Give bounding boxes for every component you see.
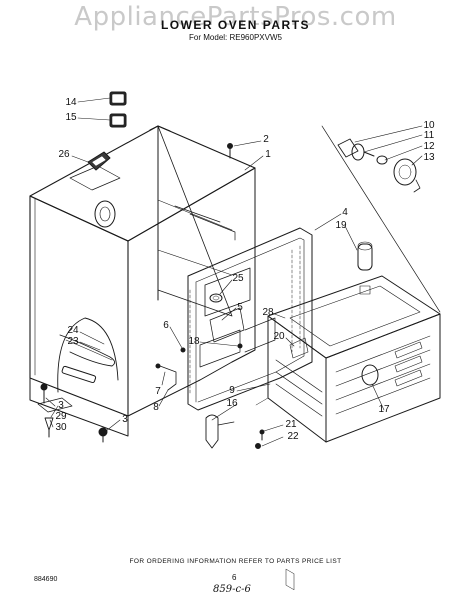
callout-17: 17 <box>378 404 390 415</box>
small-knobs <box>109 91 127 128</box>
handwritten-note: 859-c-6 <box>213 584 251 595</box>
oven-liner <box>255 275 441 591</box>
oven-light-assembly <box>321 125 441 313</box>
callout-23: 23 <box>67 336 79 347</box>
callout-3-bottom: 3 <box>122 414 128 425</box>
callout-22: 22 <box>287 431 299 442</box>
ordering-note: FOR ORDERING INFORMATION REFER TO PARTS … <box>129 558 342 565</box>
model-subtitle: For Model: RE960PXVW5 <box>189 33 282 42</box>
hinge-clip <box>87 151 111 171</box>
socket-cover <box>357 241 373 295</box>
callout-14: 14 <box>65 97 77 108</box>
callout-6: 6 <box>163 320 169 331</box>
hardware <box>37 143 265 449</box>
part-number: 884690 <box>34 576 58 583</box>
callout-8: 8 <box>153 402 159 413</box>
leader-lines <box>45 97 423 447</box>
callout-29: 29 <box>55 411 67 422</box>
callout-12: 12 <box>423 141 435 152</box>
callout-7: 7 <box>155 386 161 397</box>
callout-1: 1 <box>265 149 271 160</box>
front-frame <box>187 227 313 411</box>
callout-18: 18 <box>188 336 200 347</box>
diagram-title: LOWER OVEN PARTS <box>160 18 311 32</box>
callout-3-top: 3 <box>58 400 64 411</box>
page-number: 6 <box>232 573 237 582</box>
watermark: AppliancePartsPros.com <box>74 2 397 32</box>
callout-13: 13 <box>423 152 435 163</box>
callout-4: 4 <box>342 207 348 218</box>
callout-16: 16 <box>226 398 238 409</box>
callout-21: 21 <box>285 419 297 430</box>
bake-element <box>59 334 115 384</box>
callout-2: 2 <box>263 134 269 145</box>
callout-19: 19 <box>335 220 347 231</box>
callout-28: 28 <box>262 307 274 318</box>
callout-25: 25 <box>232 273 244 284</box>
thermostat-bracket <box>204 267 251 343</box>
callout-30: 30 <box>55 422 67 433</box>
callout-11: 11 <box>423 130 435 141</box>
callout-24: 24 <box>67 325 79 336</box>
callout-9: 9 <box>229 385 235 396</box>
oven-cabinet <box>29 125 256 437</box>
callout-10: 10 <box>423 120 435 131</box>
callout-15: 15 <box>65 112 77 123</box>
callout-5: 5 <box>237 302 243 313</box>
callout-20: 20 <box>273 331 285 342</box>
callout-26: 26 <box>58 149 70 160</box>
